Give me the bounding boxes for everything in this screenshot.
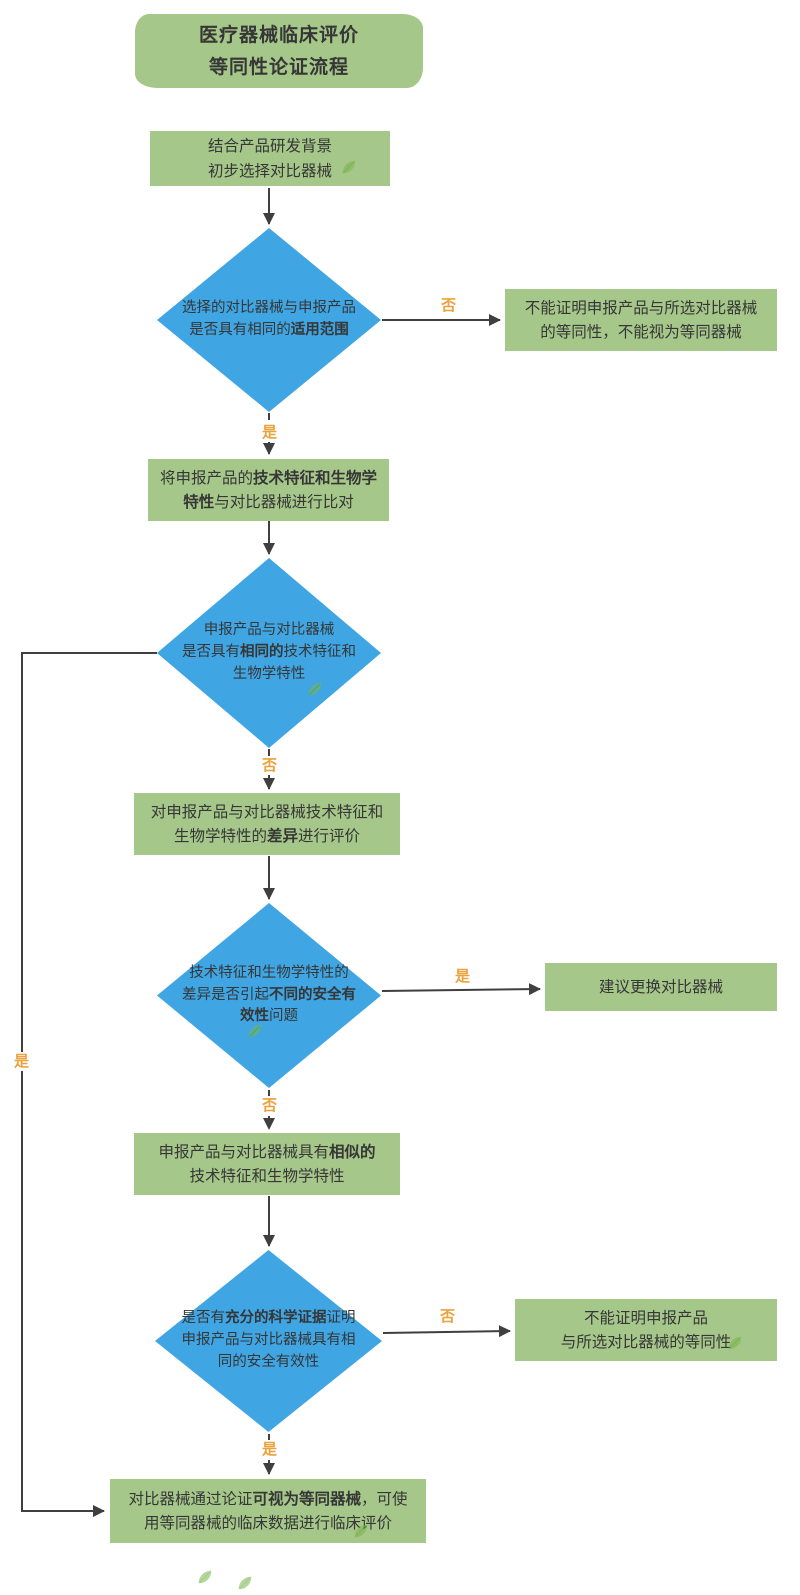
no-equivalence-box-1: 不能证明申报产品与所选对比器械的等同性，不能视为等同器械 [505, 289, 777, 351]
decision-scope-diamond: 选择的对比器械与申报产品是否具有相同的适用范围 [157, 228, 381, 412]
similar-characteristics-box: 申报产品与对比器械具有相似的技术特征和生物学特性 [134, 1133, 400, 1195]
edge-evidence-no [382, 1325, 511, 1338]
edge-safety-yes [381, 983, 541, 996]
edge-label-no-same: 否 [259, 756, 281, 775]
start-box: 结合产品研发背景初步选择对比器械 [150, 131, 390, 186]
final-equivalent-box: 对比器械通过论证可视为等同器械，可使用等同器械的临床数据进行临床评价 [110, 1479, 426, 1543]
leaf-icon [236, 1574, 254, 1595]
decision-same-characteristics-diamond: 申报产品与对比器械是否具有相同的技术特征和生物学特性 [157, 558, 381, 748]
decision-scientific-evidence-diamond: 是否有充分的科学证据证明申报产品与对比器械具有相同的安全有效性 [155, 1250, 382, 1432]
edge-label-no-scope: 否 [438, 296, 460, 315]
title-box: 医疗器械临床评价等同性论证流程 [135, 14, 423, 88]
decision-scientific-evidence-text: 是否有充分的科学证据证明申报产品与对比器械具有相同的安全有效性 [181, 1310, 356, 1370]
decision-same-characteristics-text: 申报产品与对比器械是否具有相同的技术特征和生物学特性 [182, 622, 356, 682]
edge-label-no-evidence: 否 [437, 1307, 459, 1326]
compare-characteristics-box: 将申报产品的技术特征和生物学特性与对比器械进行比对 [148, 459, 389, 521]
decision-safety-issues-text: 技术特征和生物学特性的差异是否引起不同的安全有效性问题 [182, 964, 356, 1025]
decision-scope-text: 选择的对比器械与申报产品是否具有相同的适用范围 [182, 300, 356, 338]
replace-device-box: 建议更换对比器械 [545, 963, 777, 1011]
decision-safety-issues-diamond: 技术特征和生物学特性的差异是否引起不同的安全有效性问题 [157, 903, 381, 1088]
edge-label-yes-feedback: 是 [11, 1052, 33, 1071]
edge-label-yes-evidence: 是 [259, 1440, 281, 1459]
evaluate-differences-box: 对申报产品与对比器械技术特征和生物学特性的差异进行评价 [134, 793, 400, 855]
edge-label-yes-scope: 是 [259, 423, 281, 442]
edge-same-yes-feedback [21, 652, 157, 1517]
edge-label-no-safety: 否 [259, 1096, 281, 1115]
no-equivalence-box-2: 不能证明申报产品与所选对比器械的等同性 [515, 1299, 777, 1361]
edge-label-yes-safety: 是 [452, 967, 474, 986]
leaf-icon [196, 1568, 214, 1590]
